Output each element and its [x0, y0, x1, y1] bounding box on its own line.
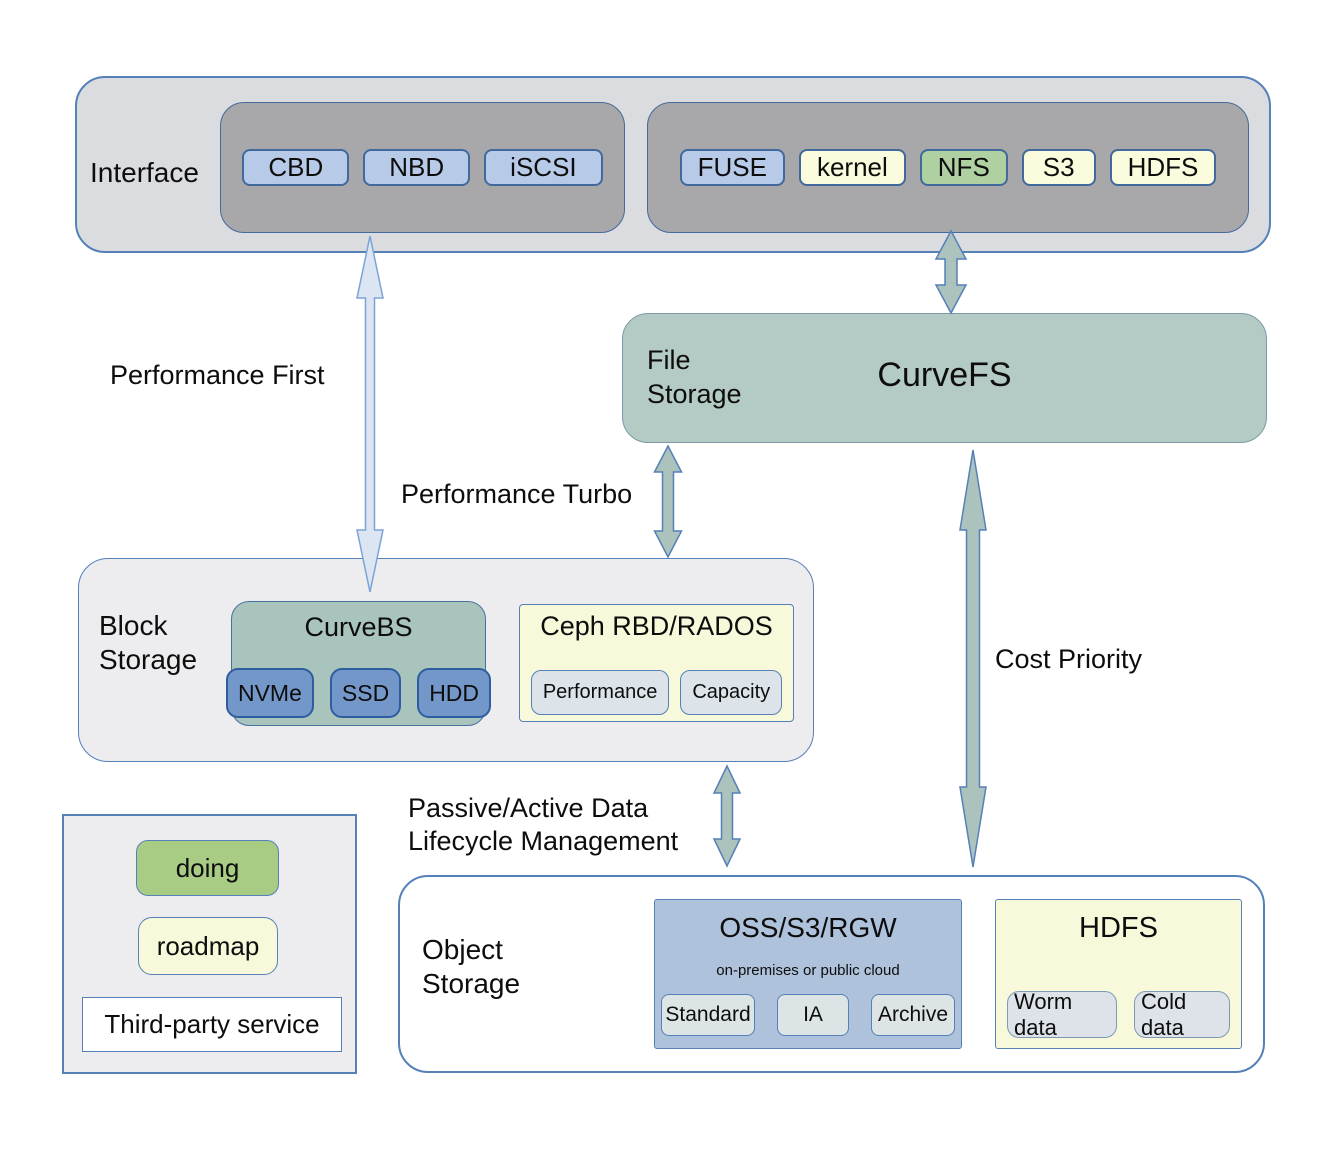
performance-turbo-arrow	[653, 444, 683, 559]
lifecycle-label-line1: Passive/Active Data	[408, 793, 649, 823]
chip-nbd: NBD	[363, 149, 471, 186]
oss-title: OSS/S3/RGW	[719, 912, 897, 943]
object-storage-label: Object Storage	[422, 933, 520, 1001]
chip-kernel: kernel	[798, 149, 906, 186]
chip-performance: Performance	[530, 670, 670, 715]
file-storage-label-line2: Storage	[647, 379, 742, 409]
curvebs-chips: NVMe SSD HDD	[225, 668, 492, 718]
chip-worm-data: Worm data	[1007, 989, 1117, 1040]
lifecycle-label-line2: Lifecycle Management	[408, 826, 679, 856]
cost-priority-arrow	[959, 449, 987, 868]
chip-hdfs-interface: HDFS	[1109, 149, 1217, 186]
block-storage-label-line2: Storage	[99, 644, 198, 675]
ceph-box: Ceph RBD/RADOS Performance Capacity	[519, 604, 794, 722]
file-storage-label-line1: File	[647, 345, 691, 375]
chip-s3: S3	[1021, 149, 1096, 186]
chip-iscsi: iSCSI	[484, 149, 603, 186]
chip-standard: Standard	[661, 994, 755, 1036]
chip-nfs: NFS	[919, 149, 1008, 186]
block-interface-group: CBD NBD iSCSI	[220, 102, 625, 233]
chip-fuse: FUSE	[679, 149, 785, 186]
curvebs-title: CurveBS	[304, 612, 413, 642]
chip-hdd: HDD	[417, 668, 492, 718]
legend-panel: doing roadmap Third-party service	[62, 814, 357, 1074]
legend-third-party: Third-party service	[82, 997, 342, 1052]
chip-nvme: NVMe	[225, 668, 314, 718]
oss-chips: Standard IA Archive	[655, 994, 961, 1036]
chip-cold-data: Cold data	[1134, 989, 1230, 1040]
chip-ia: IA	[777, 994, 849, 1036]
interface-label: Interface	[90, 157, 199, 188]
object-storage-label-line1: Object	[422, 934, 503, 965]
file-storage-label: File Storage	[647, 343, 742, 411]
file-storage-panel: File Storage CurveFS	[622, 313, 1267, 443]
cost-priority-label: Cost Priority	[995, 644, 1143, 674]
file-interface-group: FUSE kernel NFS S3 HDFS	[647, 102, 1249, 233]
performance-turbo-label: Performance Turbo	[401, 479, 633, 509]
hdfs-chips: Worm data Cold data	[996, 989, 1241, 1040]
curvefs-title: CurveFS	[877, 356, 1012, 394]
interface-panel: Interface CBD NBD iSCSI FUSE kernel NFS …	[75, 76, 1271, 253]
performance-first-label: Performance First	[110, 360, 325, 390]
lifecycle-label: Passive/Active Data Lifecycle Management	[408, 792, 678, 858]
object-storage-label-line2: Storage	[422, 968, 521, 999]
hdfs-title: HDFS	[1079, 912, 1158, 944]
legend-roadmap: roadmap	[138, 917, 278, 975]
chip-archive: Archive	[871, 994, 955, 1036]
curvebs-box: CurveBS NVMe SSD HDD	[225, 601, 492, 726]
oss-box: OSS/S3/RGW on-premises or public cloud S…	[654, 899, 962, 1049]
hdfs-box: HDFS Worm data Cold data	[995, 899, 1242, 1049]
object-storage-panel: Object Storage OSS/S3/RGW on-premises or…	[398, 875, 1265, 1073]
ceph-chips: Performance Capacity	[520, 670, 793, 715]
oss-subtitle: on-premises or public cloud	[716, 962, 900, 979]
chip-capacity: Capacity	[680, 670, 783, 715]
chip-ssd: SSD	[329, 668, 402, 718]
chip-cbd: CBD	[242, 149, 350, 186]
performance-first-arrow	[356, 235, 384, 593]
block-storage-label-line1: Block	[99, 610, 168, 641]
block-storage-panel: Block Storage CurveBS NVMe SSD HDD Ceph …	[78, 558, 814, 762]
lifecycle-arrow	[712, 764, 742, 868]
block-storage-label: Block Storage	[99, 609, 197, 677]
ceph-title: Ceph RBD/RADOS	[540, 611, 773, 641]
legend-doing: doing	[136, 840, 279, 896]
